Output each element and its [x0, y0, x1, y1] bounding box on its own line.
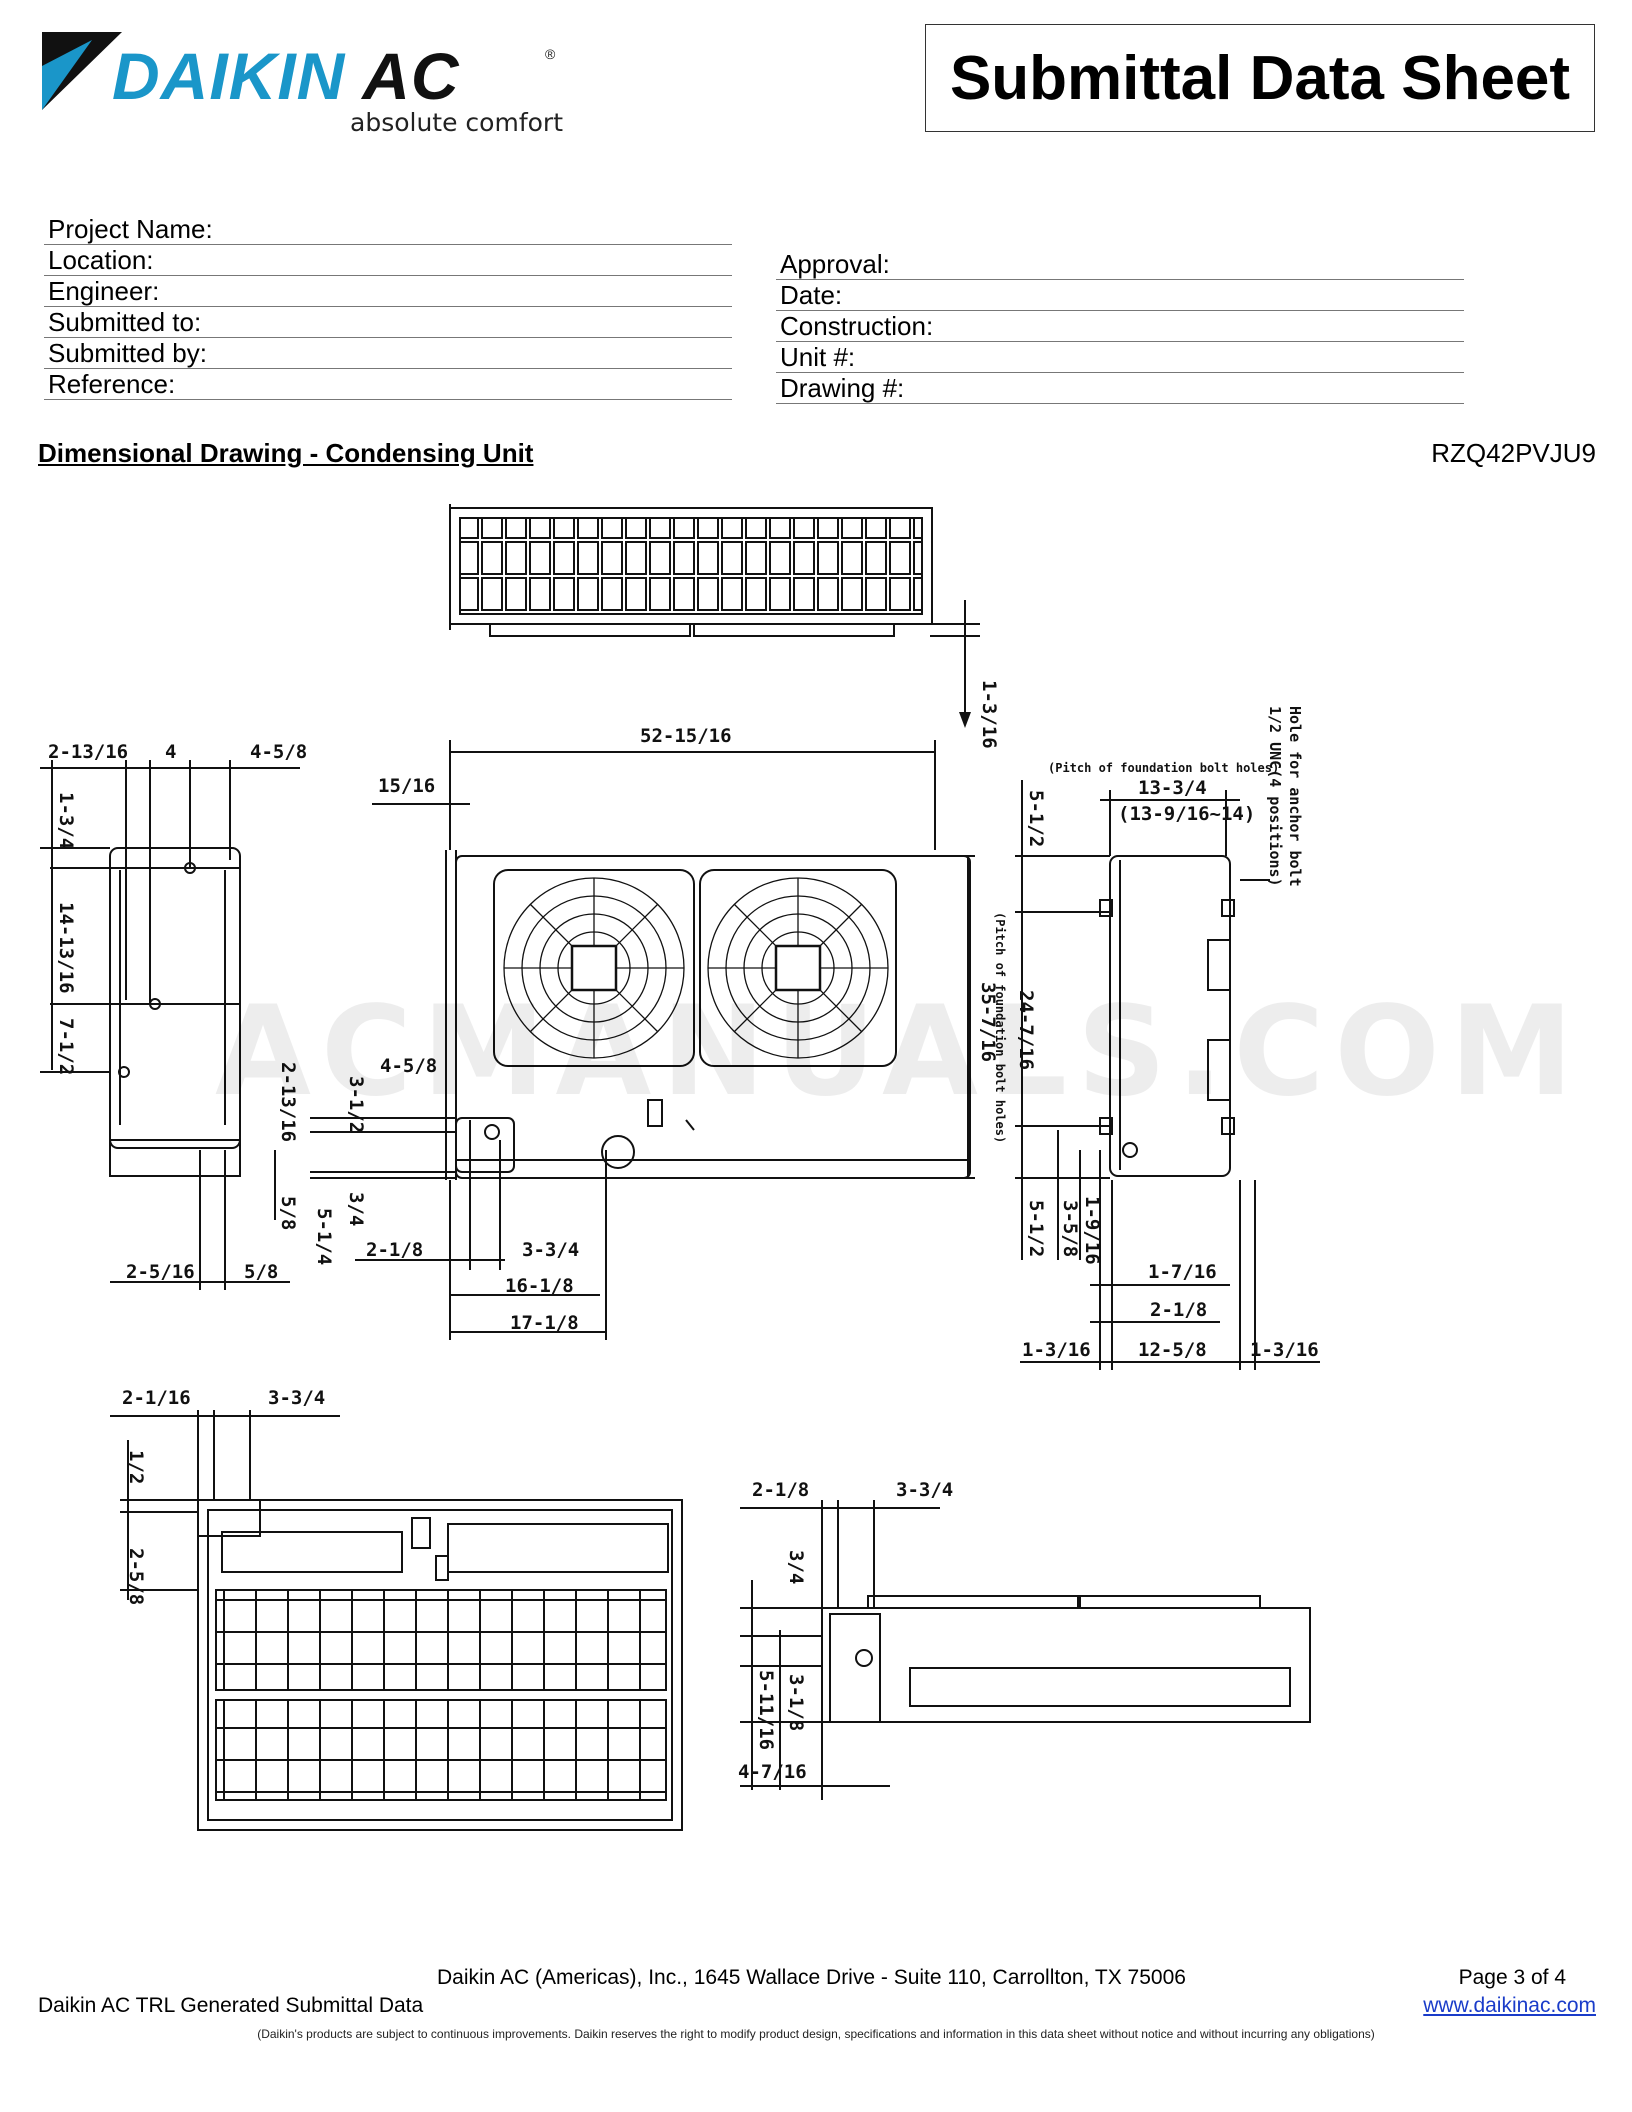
- approval-field[interactable]: Approval:: [776, 249, 1464, 280]
- website-link[interactable]: www.daikinac.com: [1423, 1994, 1596, 2017]
- dim-label: 4: [165, 741, 176, 763]
- dim-label: 2-13/16: [48, 741, 128, 763]
- dim-label: 1/2: [125, 1450, 147, 1484]
- dim-label: 3-3/4: [268, 1387, 325, 1409]
- project-name-field[interactable]: Project Name:: [44, 214, 732, 245]
- dim-label: 1-3/4: [55, 792, 77, 849]
- dim-label: 12-5/8: [1138, 1339, 1207, 1361]
- dim-note: (Pitch of foundation bolt holes): [993, 912, 1007, 1143]
- dim-label: 52-15/16: [640, 725, 732, 747]
- section-title: Dimensional Drawing - Condensing Unit: [38, 438, 534, 468]
- dim-label: 1-3/16: [1022, 1339, 1091, 1361]
- dim-label: 1-3/16: [978, 680, 1000, 749]
- engineer-field[interactable]: Engineer:: [44, 276, 732, 307]
- dim-label: 16-1/8: [505, 1275, 574, 1297]
- dim-label: 2-5/16: [126, 1261, 195, 1283]
- disclaimer-note: (Daikin's products are subject to contin…: [257, 2027, 1375, 2041]
- dim-label: 5-1/4: [313, 1208, 335, 1265]
- unit-number-field[interactable]: Unit #:: [776, 342, 1464, 373]
- field-label: Date:: [780, 280, 843, 310]
- construction-field[interactable]: Construction:: [776, 311, 1464, 342]
- date-field[interactable]: Date:: [776, 280, 1464, 311]
- dim-label: 5-1/2: [1025, 1200, 1047, 1257]
- dim-label: 3/4: [785, 1550, 807, 1584]
- project-info-right: Approval: Date: Construction: Unit #: Dr…: [776, 249, 1464, 404]
- dim-note: (Pitch of foundation bolt holes): [1048, 761, 1279, 775]
- dim-label: 13-3/4: [1138, 777, 1207, 799]
- field-label: Approval:: [780, 249, 890, 279]
- logo-registered-mark: ®: [545, 46, 556, 62]
- dim-label: 2-1/16: [122, 1387, 191, 1409]
- location-field[interactable]: Location:: [44, 245, 732, 276]
- logo-brand-ac: AC: [362, 39, 460, 113]
- dim-label: 5/8: [244, 1261, 278, 1283]
- drawing-number-field[interactable]: Drawing #:: [776, 373, 1464, 404]
- dim-label: 4-7/16: [738, 1761, 807, 1783]
- dim-label: 7-1/2: [55, 1018, 77, 1075]
- page-title: Submittal Data Sheet: [949, 43, 1571, 113]
- dim-label: 35-7/16: [977, 982, 999, 1062]
- model-number: RZQ42PVJU9: [1431, 438, 1596, 468]
- drawing-linework: [40, 504, 1320, 1831]
- footer-generated: Daikin AC TRL Generated Submittal Data: [38, 1994, 424, 2017]
- dim-label: 14-13/16: [55, 902, 77, 994]
- dim-label: 3-1/8: [785, 1674, 807, 1731]
- dim-note: 1/2 UNC(4 positions): [1266, 706, 1284, 887]
- dim-label: 2-1/8: [1150, 1299, 1207, 1321]
- field-label: Reference:: [48, 369, 176, 399]
- dim-label: 1-9/16: [1081, 1196, 1103, 1265]
- dimensional-drawing: 1-3/16 52-15/16 15/16 2-13/16 4 4-5/8 1-…: [40, 504, 1320, 1831]
- dimension-labels: 1-3/16 52-15/16 15/16 2-13/16 4 4-5/8 1-…: [48, 680, 1319, 1783]
- dim-label: (13-9/16~14): [1118, 803, 1255, 825]
- field-label: Submitted to:: [48, 307, 202, 337]
- logo-tagline: absolute comfort: [350, 108, 564, 137]
- field-label: Construction:: [780, 311, 934, 341]
- dim-label: 3/4: [345, 1192, 367, 1226]
- dim-label: 24-7/16: [1015, 990, 1037, 1070]
- dim-label: 5-11/16: [755, 1670, 777, 1750]
- watermark: ACMANUALS.COM: [215, 980, 1584, 1124]
- dim-label: 2-1/8: [366, 1239, 423, 1261]
- dim-label: 2-5/8: [125, 1548, 147, 1605]
- dim-label: 3-3/4: [522, 1239, 579, 1261]
- dim-label: 5/8: [277, 1196, 299, 1230]
- dim-label: 2-13/16: [277, 1062, 299, 1142]
- logo-brand-main: DAIKIN: [112, 39, 346, 113]
- submitted-to-field[interactable]: Submitted to:: [44, 307, 732, 338]
- project-info-left: Project Name: Location: Engineer: Submit…: [44, 214, 732, 400]
- submitted-by-field[interactable]: Submitted by:: [44, 338, 732, 369]
- dim-label: 4-5/8: [250, 741, 307, 763]
- field-label: Engineer:: [48, 276, 160, 306]
- field-label: Project Name:: [48, 214, 213, 244]
- dim-label: 3-1/2: [345, 1076, 367, 1133]
- field-label: Unit #:: [780, 342, 856, 372]
- dim-label: 3-3/4: [896, 1479, 953, 1501]
- dim-label: 1-7/16: [1148, 1261, 1217, 1283]
- field-label: Submitted by:: [48, 338, 207, 368]
- field-label: Location:: [48, 245, 154, 275]
- dim-label: 15/16: [378, 775, 435, 797]
- reference-field[interactable]: Reference:: [44, 369, 732, 400]
- dim-label: 17-1/8: [510, 1312, 579, 1334]
- dim-label: 5-1/2: [1025, 790, 1047, 847]
- title-box: Submittal Data Sheet: [925, 24, 1595, 132]
- daikin-logo: DAIKIN AC ® absolute comfort: [42, 30, 582, 140]
- logo-brand: DAIKIN AC: [112, 38, 460, 114]
- dim-note: Hole for anchor bolt: [1286, 706, 1304, 887]
- footer-address: Daikin AC (Americas), Inc., 1645 Wallace…: [437, 1966, 1186, 1989]
- dim-label: 2-1/8: [752, 1479, 809, 1501]
- page-number: Page 3 of 4: [1458, 1966, 1566, 1989]
- daikin-logo-mark-icon: [42, 32, 122, 110]
- dim-label: 1-3/16: [1250, 1339, 1319, 1361]
- dim-label: 3-5/8: [1059, 1200, 1081, 1257]
- dim-label: 4-5/8: [380, 1055, 437, 1077]
- field-label: Drawing #:: [780, 373, 905, 403]
